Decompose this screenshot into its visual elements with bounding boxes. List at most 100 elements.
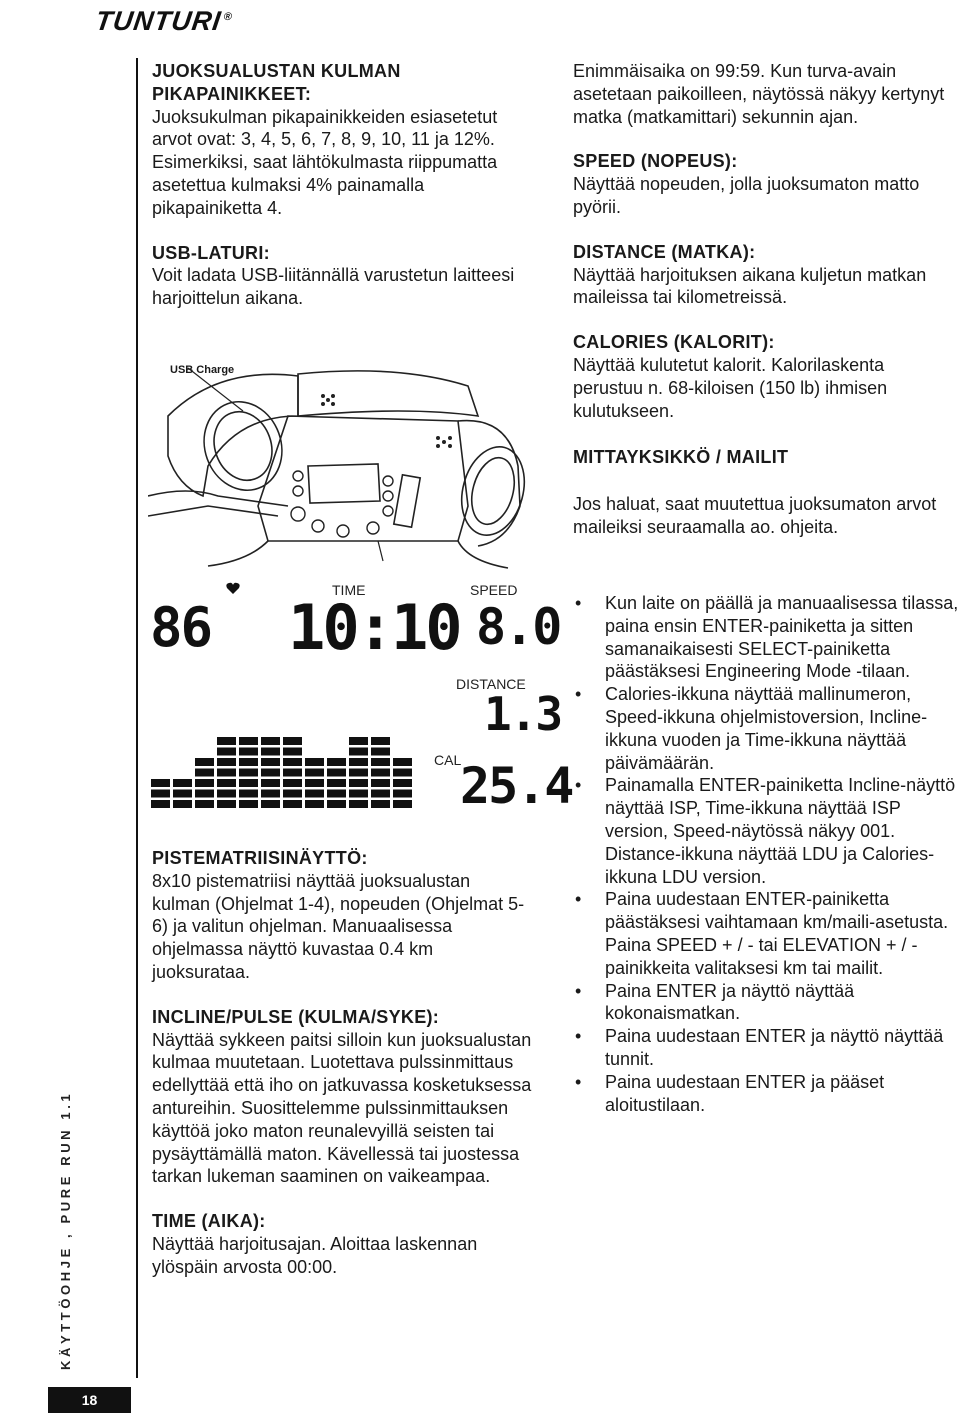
usb-heading: USB-LATURI:: [152, 242, 270, 263]
page-number: 18: [48, 1387, 131, 1413]
unit-body: Jos haluat, saat muutettua juoksumaton a…: [573, 494, 937, 537]
matrix-cell: [217, 779, 236, 787]
matrix-cell: [239, 800, 258, 808]
cal-label: CAL: [434, 752, 462, 768]
matrix-cell: [195, 789, 214, 798]
matrix-cell: [239, 779, 258, 787]
matrix-cell: [393, 758, 412, 766]
matrix-cell: [261, 800, 280, 808]
matrix-cell: [217, 737, 236, 745]
pulse-body: Näyttää sykkeen paitsi silloin kun juoks…: [152, 1029, 532, 1187]
matrix-cell: [195, 758, 214, 766]
matrix-cell: [217, 800, 236, 808]
matrix-cell: [217, 768, 236, 777]
matrix-cell: [327, 758, 346, 766]
list-item: Kun laite on päällä ja manuaalisessa til…: [573, 592, 959, 683]
matrix-cell: [283, 747, 302, 756]
matrix-cell: [283, 768, 302, 777]
matrix-cell: [371, 747, 390, 756]
distance-body: Näyttää harjoituksen aikana kuljetun mat…: [573, 264, 927, 308]
matrix-cell: [349, 800, 368, 808]
matrix-cell: [151, 800, 170, 808]
matrix-cell: [305, 779, 324, 787]
matrix-cell: [283, 789, 302, 798]
engineering-mode-steps: Kun laite on päällä ja manuaalisessa til…: [573, 592, 959, 1116]
matrix-cell: [261, 789, 280, 798]
matrix-cell: [371, 758, 390, 766]
matrix-cell: [217, 747, 236, 756]
distance-readout: 1.3: [484, 687, 563, 741]
matrix-cell: [327, 800, 346, 808]
pulse-heading: INCLINE/PULSE (KULMA/SYKE):: [152, 1006, 440, 1027]
distance-label: DISTANCE: [456, 676, 526, 692]
usb-body: Voit ladata USB-liitännällä varustetun l…: [152, 265, 515, 309]
speed-readout: 8.0: [476, 598, 562, 656]
tunturi-logo: TUNTURI®: [94, 2, 235, 36]
matrix-cell: [349, 779, 368, 787]
right-column-top: Enimmäisaika on 99:59. Kun turva-avain a…: [573, 60, 959, 539]
list-item: Painamalla ENTER-painiketta Incline-näyt…: [573, 774, 959, 888]
speed-label: SPEED: [470, 582, 518, 598]
time-continued: Enimmäisaika on 99:59. Kun turva-avain a…: [573, 61, 945, 127]
list-item: Paina uudestaan ENTER ja pääset aloitust…: [573, 1071, 959, 1117]
matrix-cell: [349, 747, 368, 756]
incline-keys-heading: JUOKSUALUSTAN KULMAN PIKAPAINIKKEET:: [152, 61, 401, 104]
matrix-cell: [327, 789, 346, 798]
matrix-cell: [239, 768, 258, 777]
matrix-cell: [283, 737, 302, 745]
usb-charge-callout: USB Charge: [170, 364, 235, 376]
matrix-cell: [371, 768, 390, 777]
matrix-cell: [393, 800, 412, 808]
calories-heading: CALORIES (KALORIT):: [573, 332, 775, 353]
matrix-cell: [393, 789, 412, 798]
matrix-cell: [371, 779, 390, 787]
matrix-cell: [195, 800, 214, 808]
time-body: Näyttää harjoitusajan. Aloittaa laskenna…: [152, 1233, 478, 1277]
matrix-cell: [393, 779, 412, 787]
list-item: Paina uudestaan ENTER-painiketta päästäk…: [573, 888, 959, 979]
matrix-cell: [283, 800, 302, 808]
document-title-vertical: KÄYTTÖOHJE , PURE RUN 1.1: [58, 1090, 73, 1370]
matrix-cell: [239, 737, 258, 745]
margin-rule: [136, 58, 138, 1378]
right-column-bullets: Kun laite on päällä ja manuaalisessa til…: [573, 592, 959, 1116]
matrix-cell: [327, 768, 346, 777]
left-column-bottom: PISTEMATRIISINÄYTTÖ: 8x10 pistematriisi …: [152, 847, 532, 1279]
matrix-cell: [239, 758, 258, 766]
time-label: TIME: [332, 582, 366, 598]
matrix-cell: [327, 779, 346, 787]
matrix-cell: [261, 758, 280, 766]
list-item: Paina uudestaan ENTER ja näyttö näyttää …: [573, 1025, 959, 1071]
matrix-cell: [151, 779, 170, 787]
matrix-cell: [305, 789, 324, 798]
logo-text: TUNTURI: [93, 6, 224, 36]
time-heading: TIME (AIKA):: [152, 1211, 266, 1232]
speed-heading: SPEED (NOPEUS):: [573, 151, 738, 172]
matrix-cell: [261, 747, 280, 756]
matrix-cell: [371, 789, 390, 798]
matrix-cell: [349, 758, 368, 766]
registered-mark: ®: [222, 11, 234, 23]
matrix-cell: [151, 789, 170, 798]
matrix-cell: [305, 800, 324, 808]
matrix-cell: [261, 779, 280, 787]
distance-heading: DISTANCE (MATKA):: [573, 241, 756, 262]
matrix-cell: [173, 800, 192, 808]
matrix-cell: [371, 737, 390, 745]
list-item: Paina ENTER ja näyttö näyttää kokonaisma…: [573, 980, 959, 1026]
unit-heading: MITTAYKSIKKÖ / MAILIT: [573, 447, 789, 468]
time-readout: 10:10: [288, 591, 463, 664]
matrix-cell: [283, 779, 302, 787]
matrix-cell: [261, 737, 280, 745]
left-column-top: JUOKSUALUSTAN KULMAN PIKAPAINIKKEET: Juo…: [152, 60, 522, 310]
matrix-cell: [305, 768, 324, 777]
heart-icon: [226, 582, 240, 594]
matrix-cell: [217, 789, 236, 798]
pulse-readout: 86: [150, 596, 213, 659]
matrix-cell: [371, 800, 390, 808]
matrix-heading: PISTEMATRIISINÄYTTÖ:: [152, 848, 368, 868]
dot-matrix-bars: [151, 737, 412, 808]
matrix-cell: [283, 758, 302, 766]
matrix-cell: [349, 789, 368, 798]
incline-keys-body: Juoksukulman pikapainikkeiden esiasetetu…: [152, 106, 498, 218]
